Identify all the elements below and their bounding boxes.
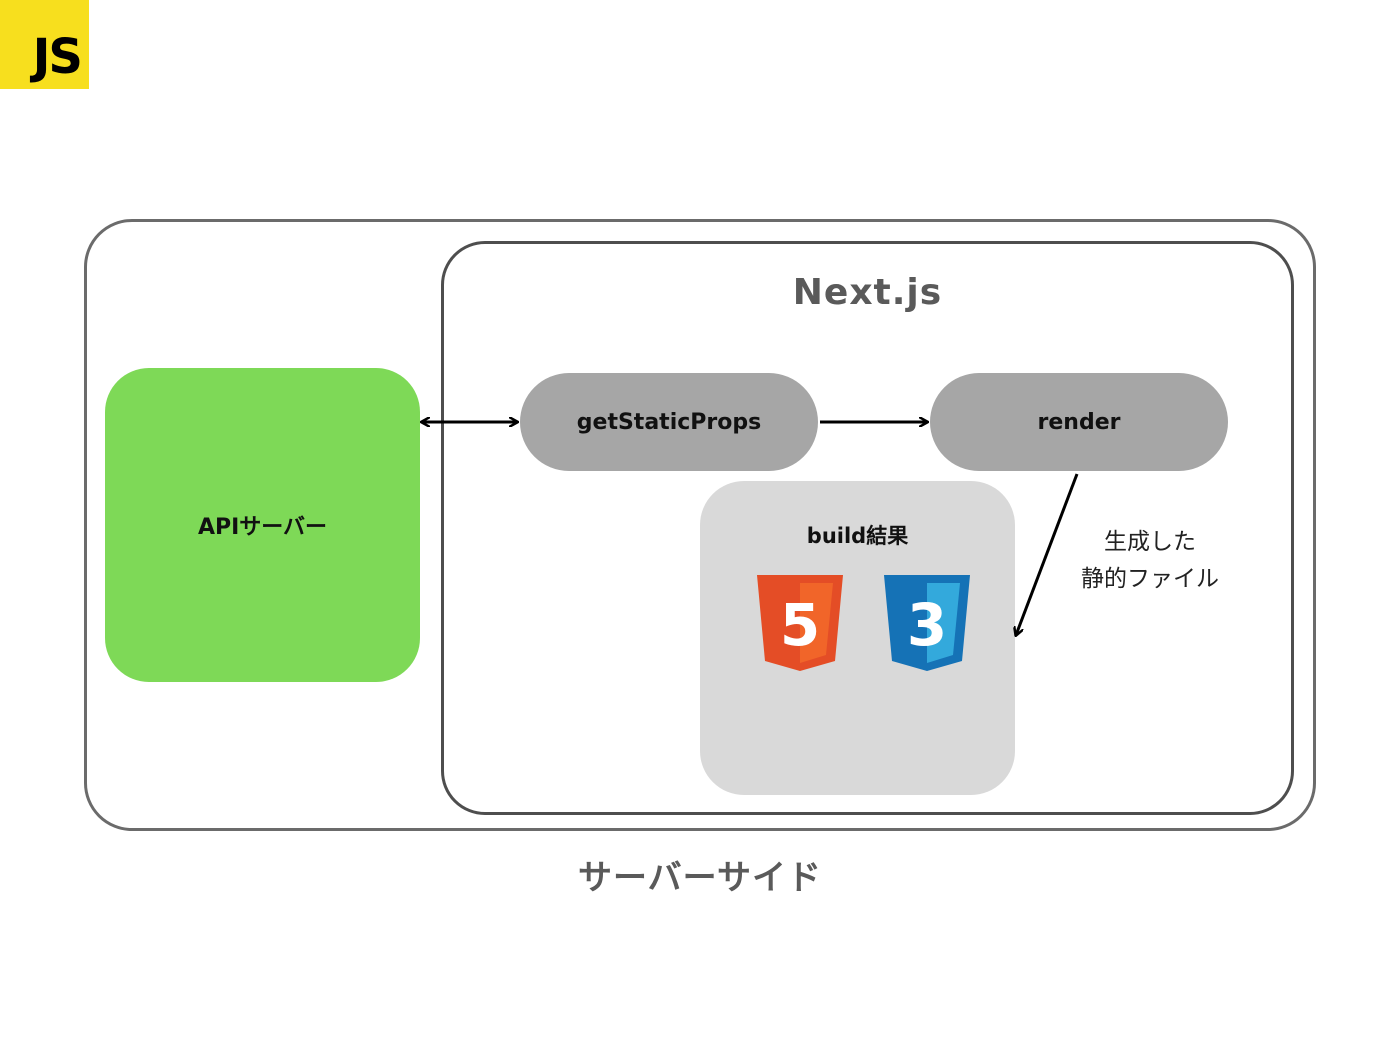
getstaticprops-node: getStaticProps [520, 373, 818, 471]
render-label: render [1037, 409, 1121, 435]
annotation-line-1: 生成した [1104, 529, 1196, 555]
html5-shield-light [800, 583, 833, 663]
server-side-label: サーバーサイド [578, 858, 822, 898]
html5-glyph: 5 [780, 591, 820, 659]
getstaticprops-label: getStaticProps [576, 409, 762, 435]
css3-shield-light [927, 583, 960, 663]
api-server-node: APIサーバー [105, 368, 420, 682]
js-glyph: JS [32, 29, 83, 85]
generated-static-files-note: 生成した 静的ファイル [1060, 524, 1240, 598]
nextjs-frame [441, 241, 1294, 815]
server-side-frame [84, 219, 1316, 831]
javascript-icon: JS [0, 0, 89, 89]
css3-glyph: 3 [907, 591, 947, 659]
html5-icon: 5 [757, 575, 843, 671]
api-server-label: APIサーバー [197, 515, 328, 540]
build-result-title: build結果 [806, 524, 909, 548]
nextjs-title: Next.js [792, 272, 943, 313]
render-node: render [930, 373, 1228, 471]
annotation-line-2: 静的ファイル [1081, 566, 1219, 592]
css3-icon: 3 [884, 575, 970, 671]
